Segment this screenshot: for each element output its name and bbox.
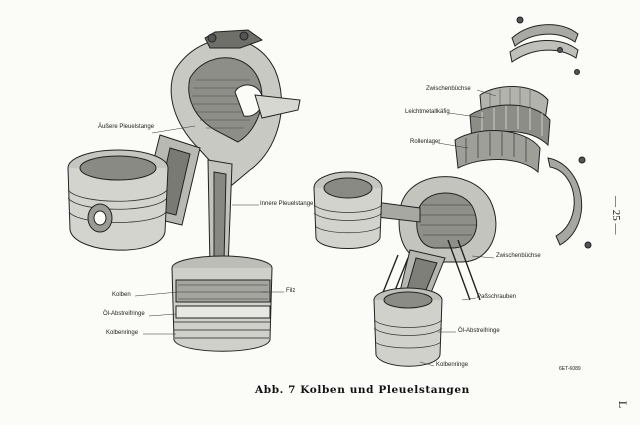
label-oil-ring-right: Öl-Abstreifringe [458,328,500,334]
label-fitting-bolts: Paßschrauben [477,294,517,300]
label-oil-ring-left: Öl-Abstreifringe [103,311,145,317]
right-bearing-shell-side [547,156,592,249]
label-bushing-upper: Zwischenbüchse [426,86,471,92]
label-piston: Kolben [112,292,131,298]
page-number: — 25 — [610,196,622,235]
right-upper-piston [313,171,383,249]
label-roller-bearing: Rollenlager [410,139,441,145]
left-inner-rod [207,159,233,269]
label-inner-rod: Innere Pleuelstange [260,201,314,207]
right-roller-bearing [454,130,541,174]
label-outer-rod: Äußere Pleuelstange [98,124,155,130]
label-piston-rings-right: Kolbenringe [436,362,469,368]
side-mark: L [616,400,631,409]
figure-code: 6ET-6089 [559,366,581,372]
right-leader-lines [419,89,497,367]
right-lower-piston [373,287,443,367]
left-upper-piston [67,149,169,251]
right-bearing-shells-top [509,16,580,75]
left-lower-piston [171,255,273,352]
label-bushing-lower: Zwischenbüchse [496,253,541,259]
figure-caption: Abb. 7 Kolben und Pleuelstangen [255,384,470,396]
label-piston-rings-left: Kolbenringe [106,330,139,336]
left-leader-lines [134,125,284,335]
label-felt: Filz [286,288,296,294]
label-light-cage: Leichtmetallkäfig [405,109,450,115]
